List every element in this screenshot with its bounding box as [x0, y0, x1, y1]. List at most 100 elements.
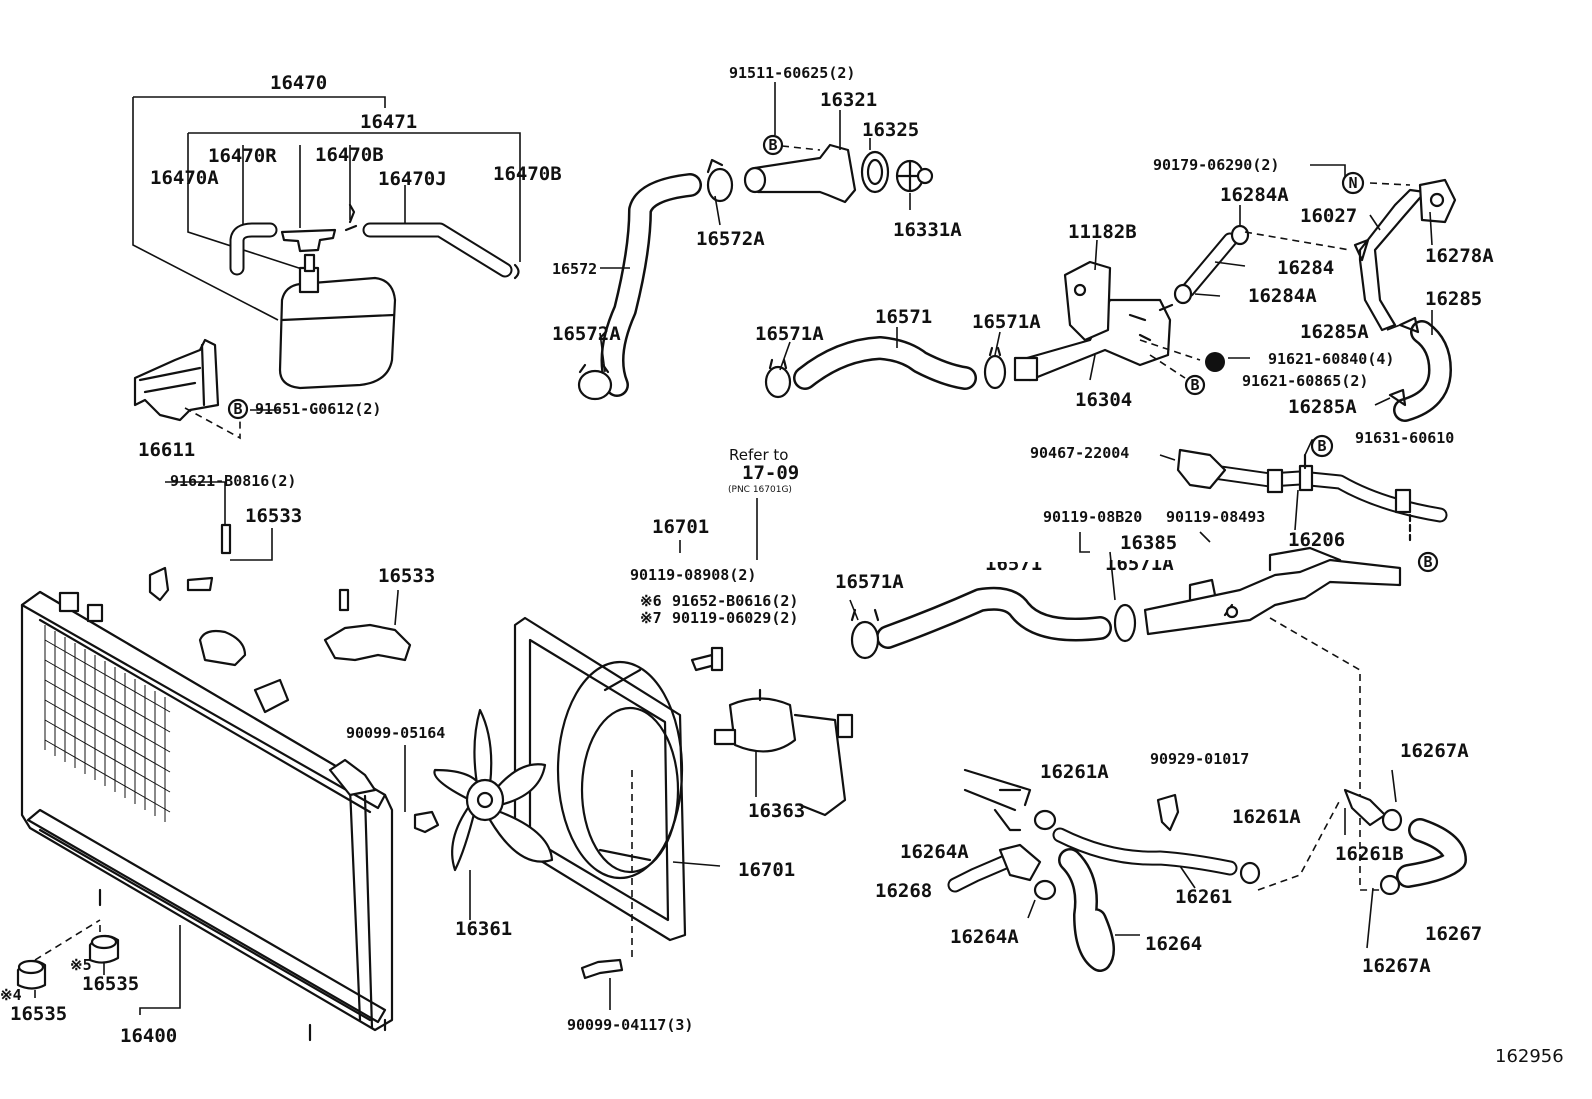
marker-b-letter: B [768, 136, 777, 154]
label-16264: 16264 [1145, 933, 1202, 955]
label-16285A: 16285A [1300, 321, 1369, 343]
label-16571A: 16571A [835, 571, 904, 593]
label-16572A: 16572A [552, 323, 621, 345]
label-91651: 91651-G0612(2) [255, 400, 381, 418]
label-91621-60865: 91621-60865(2) [1242, 372, 1368, 390]
mark-7: ※7 [640, 609, 662, 627]
fan-shroud-group [404, 498, 854, 1010]
radiator-cap [198, 629, 247, 667]
fan-motor [713, 688, 854, 817]
label-16261: 16261 [1175, 886, 1232, 908]
marker-b-icon [916, 167, 934, 185]
radiator-core [44, 625, 171, 822]
label-16470J: 16470J [378, 168, 447, 190]
leader-lines [165, 82, 1433, 621]
label-90119-06029: 90119-06029(2) [672, 609, 798, 627]
label-16470B: 16470B [315, 144, 384, 166]
reservoir-cap [280, 228, 337, 253]
radiator-support-brackets [148, 523, 412, 662]
label-16284A: 16284A [1220, 184, 1289, 206]
label-90099-04117: 90099-04117(3) [567, 1016, 693, 1034]
lower-hose-group [850, 546, 1402, 891]
label-16535: 16535 [82, 973, 139, 995]
label-90119-08908: 90119-08908(2) [630, 566, 756, 584]
label-16572: 16572 [552, 260, 597, 278]
part-labels: 16470 16471 16470R 16470B 16470A 16470J … [0, 64, 1564, 1067]
label-90119-08B20: 90119-08B20 [1043, 508, 1142, 526]
label-16261A: 16261A [1232, 806, 1301, 828]
label-16400: 16400 [120, 1025, 177, 1047]
marker-b-icon [227, 398, 249, 420]
label-90929: 90929-01017 [1150, 750, 1249, 768]
label-90467: 90467-22004 [1030, 444, 1129, 462]
label-90179: 90179-06290(2) [1153, 156, 1279, 174]
label-16321: 16321 [820, 89, 877, 111]
marker-b-letter: B [233, 400, 242, 418]
water-pipe-16385 [1143, 558, 1402, 636]
label-16701: 16701 [652, 516, 709, 538]
label-16284: 16284 [1277, 257, 1334, 279]
label-16284A: 16284A [1248, 285, 1317, 307]
marker-b-letter: B [1190, 376, 1199, 394]
label-16267A: 16267A [1362, 955, 1431, 977]
label-91652: 91652-B0616(2) [672, 592, 798, 610]
cut-off-labels: 16571 16571A [980, 552, 1174, 575]
marker-n-letter: N [1348, 174, 1357, 192]
circled-markers: B B N B B B [227, 134, 1439, 573]
label-91621-B0816: 91621-B0816(2) [170, 472, 296, 490]
label-16264A: 16264A [900, 841, 969, 863]
label-16267: 16267 [1425, 923, 1482, 945]
marker-b-letter: B [1317, 437, 1326, 455]
radiator [16, 590, 394, 1042]
marker-b-letter: B [1423, 553, 1432, 571]
water-bypass-pipe-16206 [1176, 448, 1448, 542]
label-16325: 16325 [862, 119, 919, 141]
hose-clamp [577, 369, 613, 401]
gasket-11182B [1063, 260, 1112, 342]
refer-pnc: (PNC 16701G) [728, 485, 792, 495]
label-16571A: 16571A [972, 311, 1041, 333]
label-11182B: 11182B [1068, 221, 1137, 243]
label-16278A: 16278A [1425, 245, 1494, 267]
label-91511: 91511-60625(2) [729, 64, 855, 82]
mark-4: ※4 [0, 986, 22, 1004]
marker-n-icon [1341, 171, 1365, 195]
mark-6: ※6 [640, 592, 662, 610]
marker-b-icon [1310, 434, 1334, 458]
label-16470A: 16470A [150, 167, 219, 189]
reservoir-tank-group [132, 96, 521, 440]
hose-clamp [706, 167, 734, 203]
diagram-id: 162956 [1495, 1046, 1564, 1067]
cooling-fan [433, 708, 554, 872]
label-16363: 16363 [748, 800, 805, 822]
label-91631: 91631-60610 [1355, 429, 1454, 447]
label-16385: 16385 [1120, 532, 1177, 554]
label-16471: 16471 [360, 111, 417, 133]
label-16285: 16285 [1425, 288, 1482, 310]
reservoir-bracket [133, 338, 220, 422]
label-16264A: 16264A [950, 926, 1019, 948]
label-16470B: 16470B [493, 163, 562, 185]
label-16261B: 16261B [1335, 843, 1404, 865]
label-16331A: 16331A [893, 219, 962, 241]
upper-hose-group [577, 143, 925, 401]
label-16533: 16533 [245, 505, 302, 527]
label-16535: 16535 [10, 1003, 67, 1025]
label-16027: 16027 [1300, 205, 1357, 227]
label-90119-08493: 90119-08493 [1166, 508, 1265, 526]
label-16701: 16701 [738, 859, 795, 881]
bypass-hose-group [764, 336, 1007, 399]
marker-b-icon [1184, 374, 1206, 396]
water-outlet [753, 143, 857, 204]
label-16571A: 16571A [755, 323, 824, 345]
refer-section: 17-09 [742, 462, 799, 484]
label-90099-05164: 90099-05164 [346, 724, 445, 742]
reservoir-tank [278, 276, 397, 390]
label-91621-60840: 91621-60840(4) [1268, 350, 1394, 368]
refer-to-text: Refer to [729, 446, 788, 464]
label-16261A: 16261A [1040, 761, 1109, 783]
label-16470: 16470 [270, 72, 327, 94]
water-inlet-housing [1013, 260, 1225, 382]
